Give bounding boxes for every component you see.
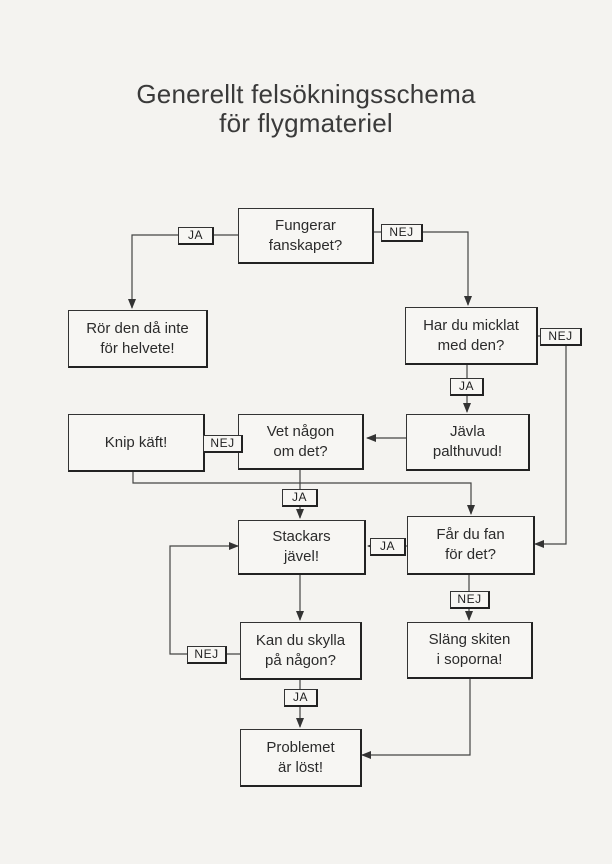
node-stackars-text: Stackars jävel! xyxy=(272,528,331,565)
label-ja-skylla: JA xyxy=(284,689,318,707)
label-ja-vet: JA xyxy=(282,489,318,507)
edge-micklat-nej xyxy=(534,335,567,548)
node-fungerar-text: Fungerar fanskapet? xyxy=(268,216,343,254)
label-nej-skylla: NEJ xyxy=(187,646,227,664)
node-ror-den-text: Rör den då inte för helvete! xyxy=(86,319,189,357)
node-kan-du-skylla: Kan du skylla på någon? xyxy=(240,622,362,680)
label-nej-fardu: NEJ xyxy=(450,591,490,609)
node-problemet: Problemet är löst! xyxy=(240,729,362,787)
node-kan-du-skylla-text: Kan du skylla på någon? xyxy=(255,631,346,669)
edge-knip-fardu xyxy=(132,472,475,515)
node-javla-text: Jävla palthuvud! xyxy=(432,423,503,460)
label-nej-vet: NEJ xyxy=(203,435,243,453)
node-javla: Jävla palthuvud! xyxy=(406,414,530,471)
node-fungerar: Fungerar fanskapet? xyxy=(238,208,374,264)
node-slang-skiten: Släng skiten i soporna! xyxy=(407,622,533,679)
node-problemet-text: Problemet är löst! xyxy=(266,738,335,776)
title-line-2: för flygmateriel xyxy=(219,108,393,138)
node-far-du-fan-text: Får du fan för det? xyxy=(436,526,505,563)
label-ja-fungerar: JA xyxy=(178,227,214,245)
label-ja-fardu: JA xyxy=(370,538,406,556)
node-knip-kaft: Knip käft! xyxy=(68,414,205,472)
node-vet-nagon-text: Vet någon om det? xyxy=(266,422,335,460)
node-knip-kaft-text: Knip käft! xyxy=(104,433,168,451)
label-ja-micklat: JA xyxy=(450,378,484,396)
page-title: Generellt felsökningsschema för flygmate… xyxy=(0,80,612,138)
node-ror-den: Rör den då inte för helvete! xyxy=(68,310,208,368)
node-vet-nagon: Vet någon om det? xyxy=(238,414,364,470)
node-micklat-text: Har du micklat med den? xyxy=(423,316,519,354)
edge-fungerar-nej xyxy=(374,231,472,306)
edge-fungerar-ja xyxy=(128,234,238,309)
label-nej-micklat: NEJ xyxy=(540,328,582,346)
node-stackars: Stackars jävel! xyxy=(238,520,366,575)
node-slang-skiten-text: Släng skiten i soporna! xyxy=(428,631,511,668)
edge-skylla-nej xyxy=(169,542,240,655)
title-line-1: Generellt felsökningsschema xyxy=(136,79,476,109)
node-micklat: Har du micklat med den? xyxy=(405,307,538,365)
label-nej-fungerar: NEJ xyxy=(381,224,423,242)
edge-slang-problemet xyxy=(361,678,471,759)
node-far-du-fan: Får du fan för det? xyxy=(407,516,535,575)
